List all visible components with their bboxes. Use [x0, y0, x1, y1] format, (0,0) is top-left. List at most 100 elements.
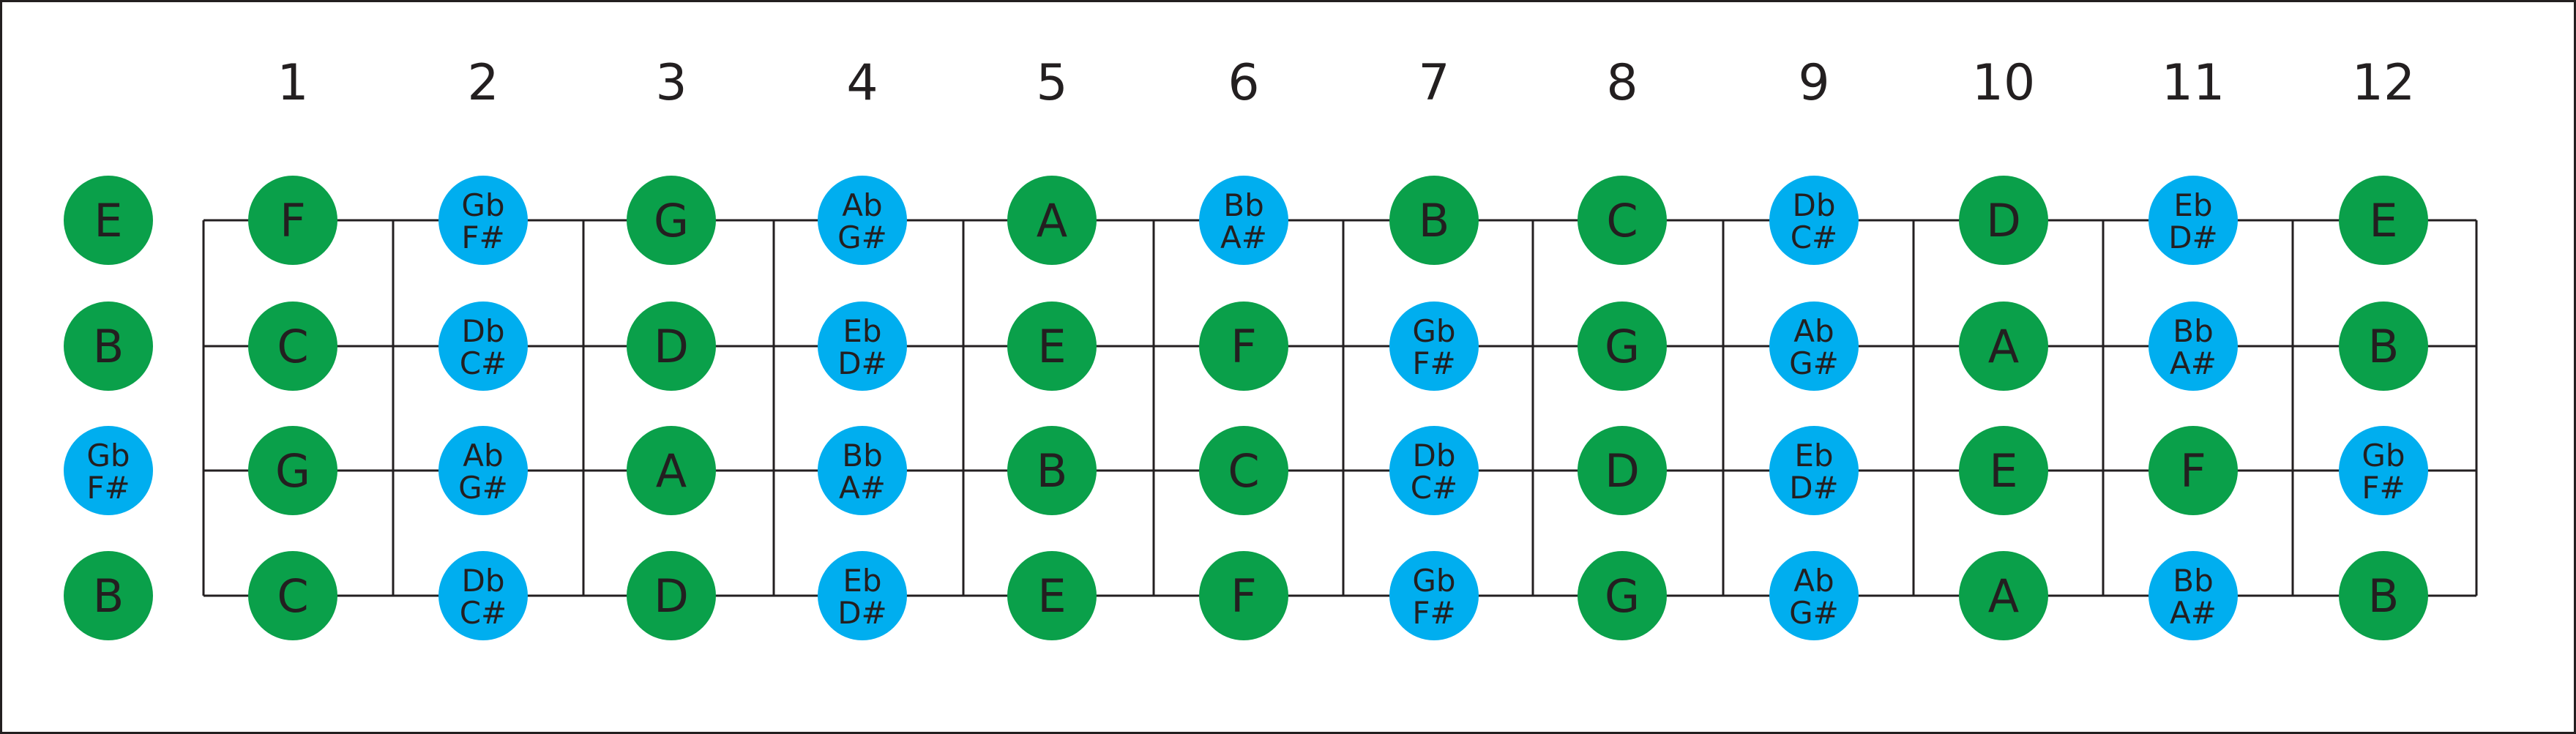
note-string-4-fret-1: C: [248, 551, 337, 640]
accidental-note-circle: [438, 426, 528, 515]
note-string-2-fret-10: A: [1959, 302, 2048, 391]
natural-note-circle: [2148, 426, 2238, 515]
note-label-flat: Eb: [2173, 187, 2212, 223]
open-string-note-2: B: [64, 302, 153, 391]
note-string-1-fret-1: F: [248, 176, 337, 265]
note-string-4-fret-6: F: [1199, 551, 1288, 640]
note-string-4-fret-8: G: [1578, 551, 1667, 640]
note-string-3-fret-10: E: [1959, 426, 2048, 515]
note-label: D: [1986, 194, 2021, 247]
note-label: F: [1231, 320, 1257, 373]
note-label: C: [277, 569, 308, 623]
note-string-2-fret-8: G: [1578, 302, 1667, 391]
accidental-note-circle: [438, 302, 528, 391]
note-string-3-fret-6: C: [1199, 426, 1288, 515]
note-label-sharp: G#: [458, 470, 508, 506]
note-label-flat: Db: [1412, 438, 1455, 473]
fret-number-10: 10: [1972, 54, 2036, 112]
note-string-2-fret-4: EbD#: [818, 302, 907, 391]
note-string-2-fret-11: BbA#: [2148, 302, 2238, 391]
natural-note-circle: [1578, 302, 1667, 391]
open-string-note-1: E: [64, 176, 153, 265]
note-label: G: [654, 194, 689, 247]
note-string-4-fret-4: EbD#: [818, 551, 907, 640]
note-label: F: [2180, 444, 2206, 498]
natural-note-circle: [1199, 302, 1288, 391]
note-label-flat: Eb: [1794, 438, 1833, 473]
natural-note-circle: [1959, 302, 2048, 391]
note-string-3-fret-9: EbD#: [1769, 426, 1859, 515]
natural-note-circle: [64, 302, 153, 391]
note-string-1-fret-9: DbC#: [1769, 176, 1859, 265]
note-label: E: [94, 194, 122, 247]
note-string-2-fret-3: D: [627, 302, 716, 391]
accidental-note-circle: [818, 176, 907, 265]
natural-note-circle: [1959, 551, 2048, 640]
note-label-flat: Db: [1792, 187, 1835, 223]
fret-number-5: 5: [1036, 54, 1067, 112]
note-label: D: [1605, 444, 1640, 498]
note-label-flat: Bb: [1223, 187, 1263, 223]
natural-note-circle: [627, 426, 716, 515]
note-string-2-fret-12: B: [2339, 302, 2428, 391]
note-string-1-fret-7: B: [1389, 176, 1479, 265]
note-label: D: [654, 320, 689, 373]
fret-number-2: 2: [467, 54, 499, 112]
natural-note-circle: [1199, 551, 1288, 640]
note-label: G: [275, 444, 310, 498]
note-label-flat: Eb: [843, 563, 881, 599]
note-label: B: [1419, 194, 1450, 247]
natural-note-circle: [1007, 426, 1097, 515]
note-label-sharp: D#: [837, 345, 887, 381]
natural-note-circle: [1959, 426, 2048, 515]
accidental-note-circle: [1769, 551, 1859, 640]
natural-note-circle: [1007, 176, 1097, 265]
note-label: B: [93, 569, 124, 623]
note-label: E: [1037, 320, 1066, 373]
accidental-note-circle: [2148, 302, 2238, 391]
note-string-1-fret-2: GbF#: [438, 176, 528, 265]
natural-note-circle: [248, 551, 337, 640]
note-label: C: [1606, 194, 1638, 247]
note-label: F: [280, 194, 306, 247]
fret-number-6: 6: [1228, 54, 1259, 112]
note-label-flat: Bb: [842, 438, 882, 473]
note-label-sharp: C#: [460, 595, 507, 631]
natural-note-circle: [1389, 176, 1479, 265]
note-label: G: [1605, 320, 1640, 373]
natural-note-circle: [1578, 176, 1667, 265]
note-label: A: [1988, 569, 2019, 623]
accidental-note-circle: [2339, 426, 2428, 515]
note-label-sharp: F#: [1412, 345, 1455, 381]
accidental-note-circle: [1769, 176, 1859, 265]
natural-note-circle: [64, 176, 153, 265]
note-label-sharp: C#: [1791, 220, 1838, 255]
note-label-sharp: A#: [2170, 345, 2217, 381]
note-string-3-fret-2: AbG#: [438, 426, 528, 515]
note-label: A: [1988, 320, 2019, 373]
note-label: A: [656, 444, 687, 498]
natural-note-circle: [627, 551, 716, 640]
note-string-1-fret-11: EbD#: [2148, 176, 2238, 265]
note-string-3-fret-12: GbF#: [2339, 426, 2428, 515]
note-string-3-fret-1: G: [248, 426, 337, 515]
note-string-3-fret-11: F: [2148, 426, 2238, 515]
natural-note-circle: [2339, 176, 2428, 265]
note-label-flat: Ab: [842, 187, 882, 223]
fret-number-11: 11: [2162, 54, 2225, 112]
accidental-note-circle: [2148, 176, 2238, 265]
note-string-3-fret-5: B: [1007, 426, 1097, 515]
note-label: A: [1037, 194, 1067, 247]
fret-number-12: 12: [2352, 54, 2416, 112]
note-string-1-fret-3: G: [627, 176, 716, 265]
accidental-note-circle: [1199, 176, 1288, 265]
fret-number-4: 4: [846, 54, 878, 112]
natural-note-circle: [1007, 551, 1097, 640]
note-label: C: [277, 320, 308, 373]
fret-number-8: 8: [1606, 54, 1638, 112]
note-label-sharp: F#: [461, 220, 504, 255]
note-label: B: [2368, 320, 2400, 373]
